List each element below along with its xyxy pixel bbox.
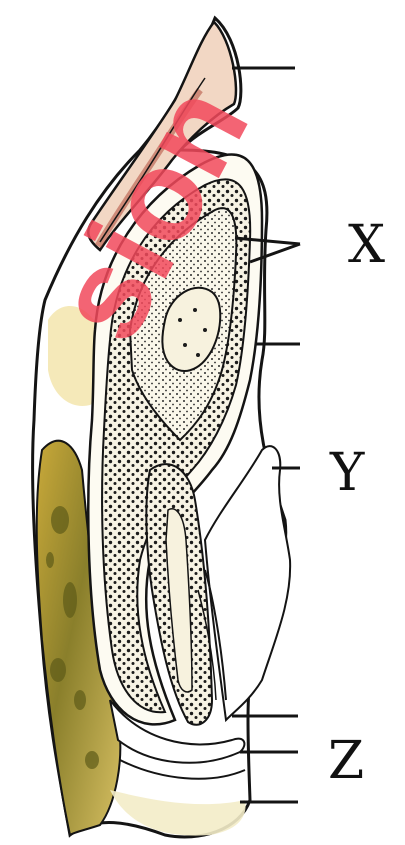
label-x: X <box>348 215 385 275</box>
label-y: Y <box>329 443 365 503</box>
label-z: Z <box>328 731 364 791</box>
